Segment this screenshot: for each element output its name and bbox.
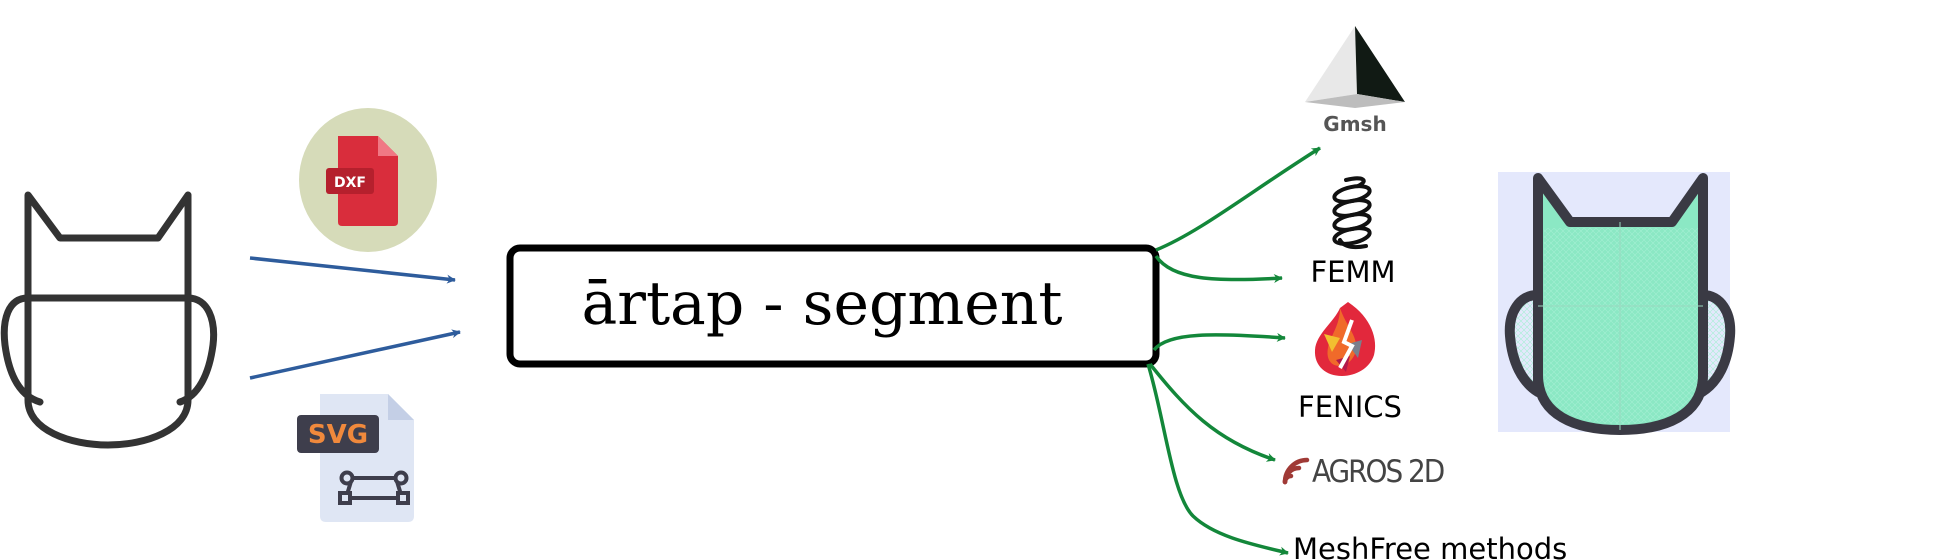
dxf-to-segment-arrow	[249, 256, 456, 284]
agros-logo-icon	[1282, 457, 1310, 485]
fenics-logo-icon	[1314, 302, 1376, 376]
svg-badge-label: SVG	[308, 420, 368, 450]
gmsh-logo-icon	[1305, 26, 1405, 108]
dxf-badge-label: DXF	[334, 175, 366, 191]
dxf-file-icon: DXF	[299, 108, 437, 252]
svg-file-icon: SVG	[297, 394, 414, 522]
fenics-label: FENICS	[1298, 390, 1402, 424]
arrow-to-agros	[1148, 362, 1276, 462]
femm-coil-icon	[1332, 176, 1372, 250]
output-arrows	[1146, 146, 1321, 556]
input-arrows	[249, 256, 461, 380]
arrow-to-femm	[1154, 254, 1283, 283]
segment-box: ārtap - segment	[506, 244, 1160, 368]
svg-to-segment-arrow	[249, 329, 461, 380]
femm-label: FEMM	[1310, 255, 1395, 289]
segment-title: ārtap - segment	[581, 269, 1062, 339]
arrow-to-gmsh	[1155, 146, 1321, 252]
meshed-cat-image	[1498, 172, 1736, 435]
meshfree-label: MeshFree methods	[1293, 532, 1567, 560]
arrow-to-fenics	[1152, 332, 1286, 352]
cat-outline-icon	[0, 191, 218, 449]
agros-label: AGROS 2D	[1312, 454, 1444, 490]
arrow-to-meshfree	[1146, 363, 1289, 556]
gmsh-label: Gmsh	[1323, 112, 1386, 136]
bezier-path-icon	[338, 470, 410, 505]
